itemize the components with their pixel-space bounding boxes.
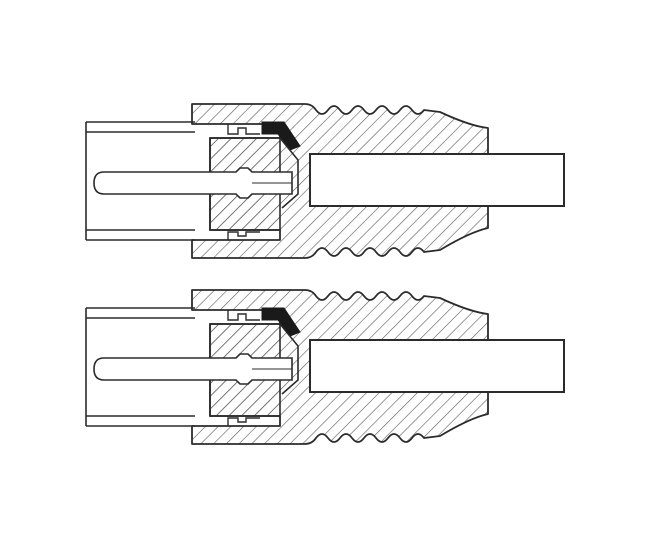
upper-connector xyxy=(85,103,565,259)
lower-connector xyxy=(85,289,565,445)
